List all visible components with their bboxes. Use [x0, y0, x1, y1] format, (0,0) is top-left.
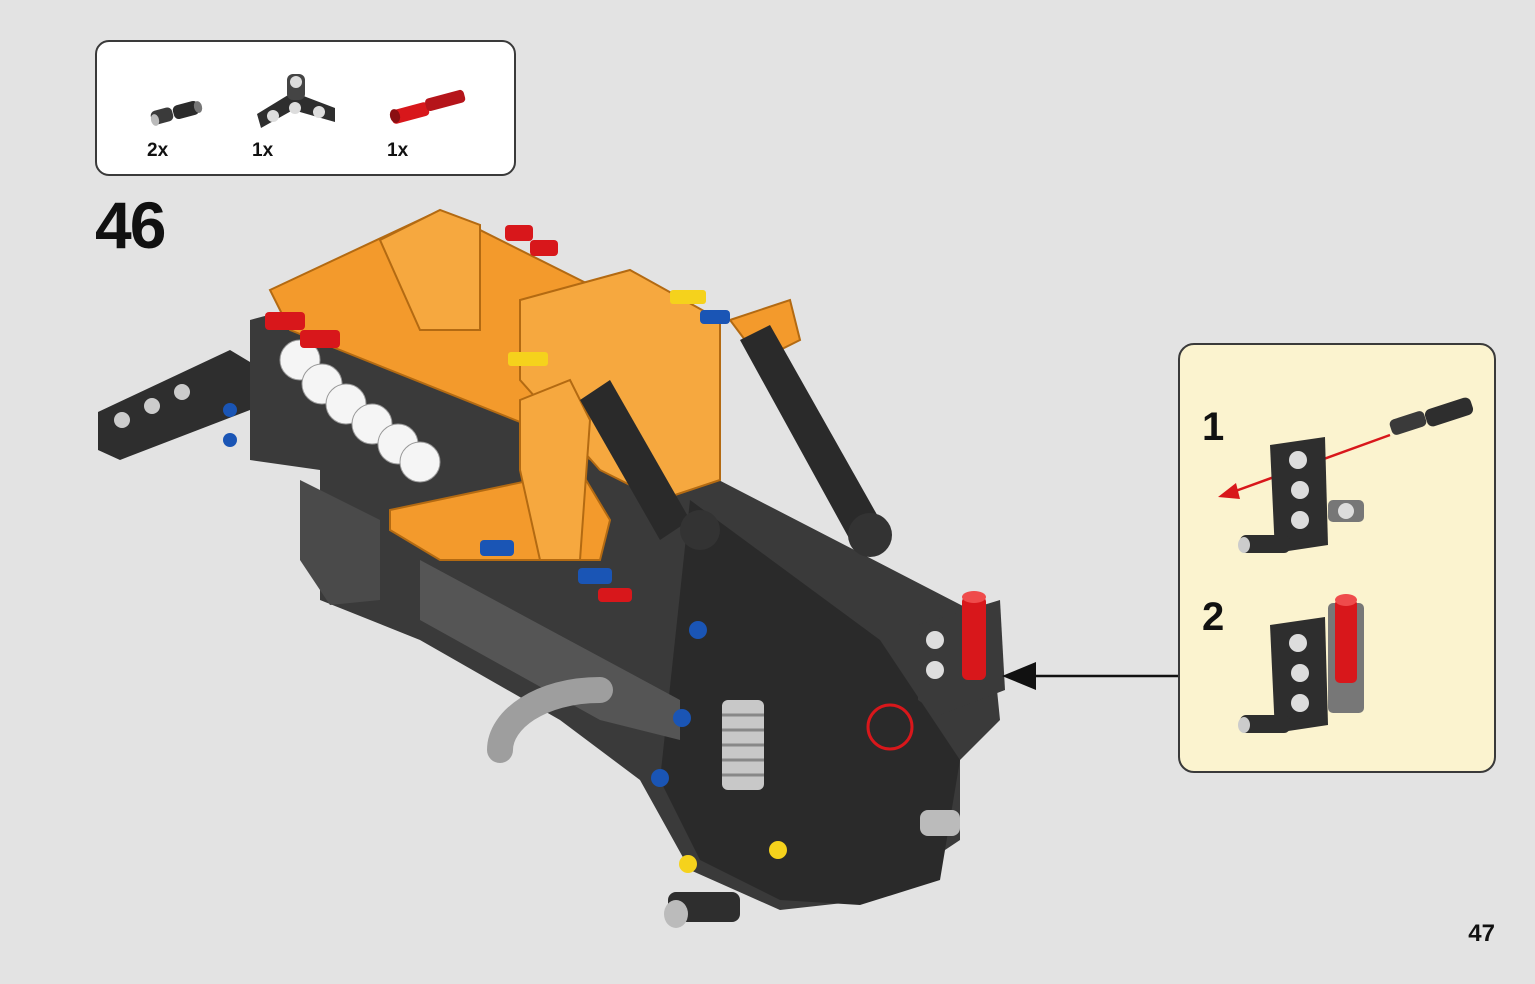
new-part-attachment [918, 591, 1005, 715]
step-number: 46 [95, 188, 166, 262]
red-axle-pin-icon [385, 84, 475, 128]
red-pins [265, 225, 632, 602]
callout-pointer-arrow [1002, 662, 1178, 690]
bottom-pins [664, 810, 960, 928]
part-qty-axle-pin: 1x [387, 140, 409, 161]
left-arm-beam [98, 350, 250, 460]
black-angled-beam-icon [249, 68, 344, 130]
sub-step-1-number: 1 [1202, 405, 1225, 449]
white-dome-row [279, 339, 441, 483]
page-number: 47 [1468, 920, 1495, 947]
sub-step-2-number: 2 [1202, 595, 1225, 639]
blue-pins [480, 310, 730, 787]
black-connector-pin-icon [147, 97, 207, 133]
shock-absorber [722, 700, 764, 790]
part-qty-pin: 2x [147, 140, 169, 161]
parts-list-callout: 2x 1x 1x [95, 40, 516, 176]
yellow-axles [508, 290, 787, 873]
orange-frame [268, 208, 802, 561]
part-qty-beam: 1x [252, 140, 274, 161]
sub-assembly-callout: 1 2 [1178, 343, 1496, 773]
gray-flex-tube [487, 677, 613, 763]
sub-step-2-diagram [1238, 594, 1364, 733]
sub-step-1-diagram [1218, 397, 1474, 553]
black-struts [580, 325, 892, 557]
highlight-circle [866, 703, 914, 751]
